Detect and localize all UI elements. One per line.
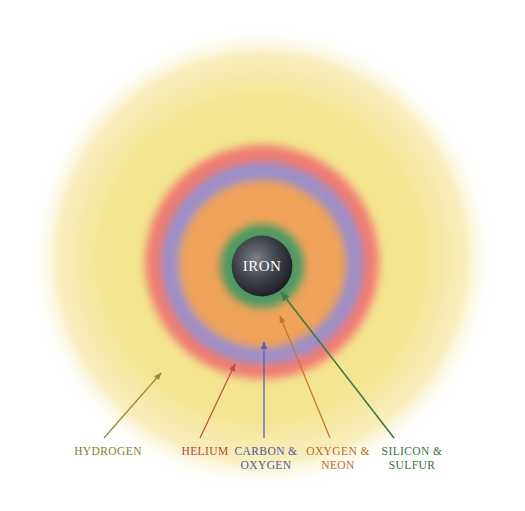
silicon-sulfur-layer bbox=[220, 224, 304, 308]
oxygen-neon-layer bbox=[178, 180, 346, 348]
carbon-oxygen-layer bbox=[161, 162, 363, 364]
layer-label: HELIUM bbox=[181, 444, 228, 458]
core-label: IRON bbox=[243, 258, 282, 275]
layer-label: CARBON & OXYGEN bbox=[233, 444, 299, 472]
layer-label: HYDROGEN bbox=[74, 444, 142, 458]
layer-label: OXYGEN & NEON bbox=[305, 444, 371, 472]
helium-layer bbox=[145, 145, 379, 379]
core-fill bbox=[232, 236, 293, 297]
leader-line bbox=[280, 316, 330, 438]
iron-core: IRON bbox=[231, 235, 293, 297]
leader-line bbox=[263, 342, 264, 438]
leader-line bbox=[200, 364, 235, 438]
leader-line bbox=[104, 373, 161, 438]
hydrogen-layer bbox=[30, 26, 494, 490]
leader-line bbox=[281, 292, 394, 438]
layer-label: SILICON & SULFUR bbox=[376, 444, 448, 472]
